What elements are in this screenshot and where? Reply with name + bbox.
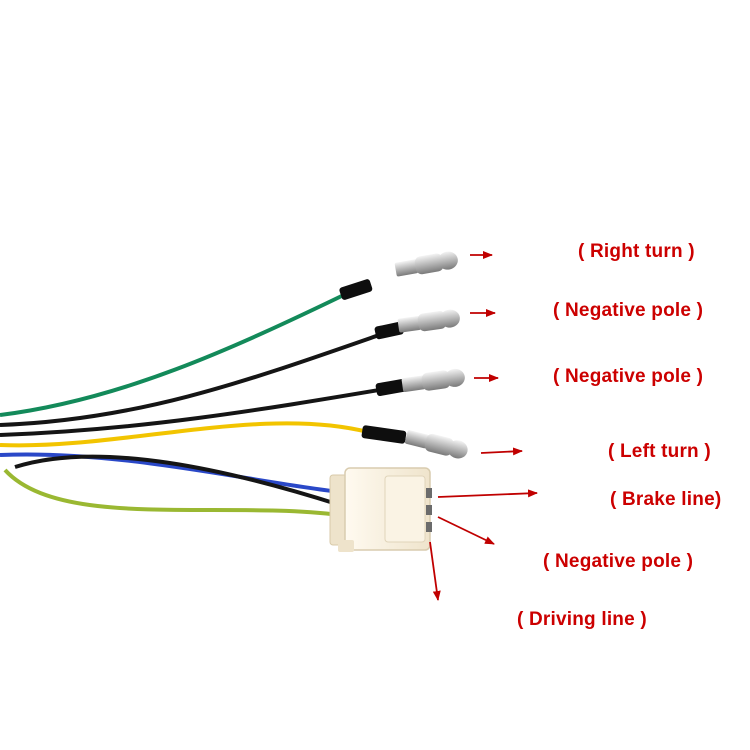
sleeve-negative-1	[374, 321, 404, 340]
yellow-wire	[0, 421, 369, 448]
label-right-turn: ( Right turn )	[578, 241, 695, 262]
label-brake-line: ( Brake line)	[610, 489, 722, 510]
sleeve-right-turn	[339, 279, 373, 300]
black-wire-1	[0, 331, 386, 427]
label-negative-pole-3: ( Negative pole )	[543, 551, 694, 572]
terminal-right-turn	[394, 251, 458, 277]
terminal-negative-2	[401, 368, 465, 392]
black-wire-2	[0, 387, 386, 437]
label-driving-line: ( Driving line )	[517, 609, 647, 630]
label-negative-pole-1: ( Negative pole )	[553, 300, 704, 321]
label-negative-pole-2: ( Negative pole )	[553, 366, 704, 387]
blue-wire	[0, 452, 341, 494]
green-wire	[0, 290, 351, 417]
label-left-turn: ( Left turn )	[608, 441, 711, 462]
yellow-green-wire	[3, 468, 341, 517]
connector-3pin	[329, 467, 432, 552]
arrow-brake-line	[437, 489, 538, 498]
arrow-driving-line	[429, 541, 441, 601]
arrow-left-turn	[480, 447, 523, 456]
sleeve-negative-2	[375, 378, 407, 397]
terminal-negative-1	[397, 309, 460, 333]
sleeve-left-turn	[361, 425, 407, 444]
arrow-negative-3	[437, 516, 495, 545]
black-wire-3	[14, 454, 341, 507]
terminal-left-turn	[405, 430, 468, 459]
